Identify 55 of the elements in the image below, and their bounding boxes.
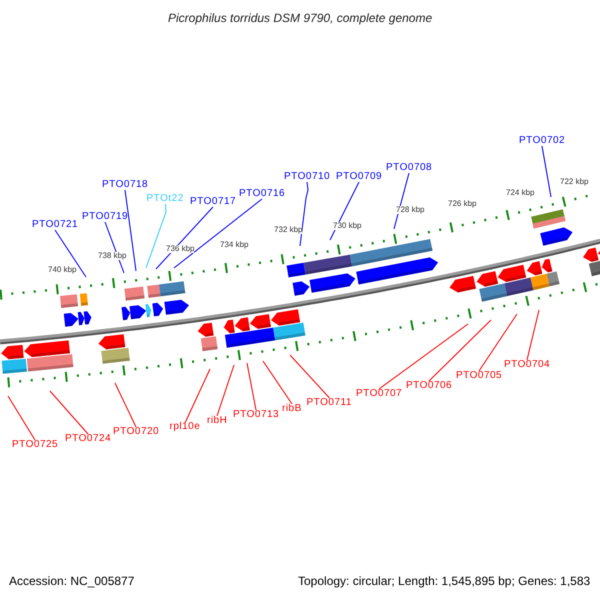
leader-line bbox=[8, 396, 36, 440]
gene-label: PTO0704 bbox=[504, 360, 550, 370]
leader-line bbox=[262, 360, 292, 404]
gene-label: PTO0702 bbox=[519, 136, 566, 146]
leader-line bbox=[246, 362, 256, 410]
leader-line bbox=[185, 368, 210, 422]
gene-label: ribH bbox=[207, 416, 228, 426]
leader-line bbox=[216, 364, 234, 416]
leader-line bbox=[156, 206, 214, 270]
leader-line bbox=[330, 182, 360, 240]
gene-label: PTO0724 bbox=[65, 434, 112, 444]
scale-label: 736 kbp bbox=[166, 245, 194, 253]
leader-line bbox=[124, 190, 136, 272]
gene-label: PTO0711 bbox=[306, 398, 352, 408]
gene-label: PTO0709 bbox=[336, 172, 382, 182]
scale-label: 724 kbp bbox=[506, 189, 534, 197]
leader-line bbox=[428, 320, 492, 382]
gene-label: PTO0716 bbox=[239, 189, 286, 199]
leader-line bbox=[54, 230, 86, 278]
scale-label: 738 kbp bbox=[98, 252, 126, 260]
leader-line bbox=[526, 310, 540, 360]
gene-label: PTO0720 bbox=[113, 427, 160, 437]
leader-line bbox=[146, 204, 166, 268]
title: Picrophilus torridus DSM 9790, complete genome bbox=[168, 12, 432, 24]
gene-label: PTO0707 bbox=[356, 389, 402, 399]
gene-label: PTO0718 bbox=[102, 180, 148, 190]
leader-line bbox=[394, 172, 410, 230]
gene-label: PTO0706 bbox=[406, 381, 452, 391]
gene-label: PTO0725 bbox=[12, 440, 58, 450]
gene-label: PTO0713 bbox=[233, 410, 280, 420]
gene-label: PTO0717 bbox=[190, 197, 236, 207]
accession-text: Accession: NC_005877 bbox=[9, 575, 134, 587]
gene-label: PTO0710 bbox=[284, 172, 330, 182]
leader-line bbox=[114, 382, 136, 428]
leader-line bbox=[542, 146, 552, 198]
leader-line bbox=[300, 182, 308, 246]
leader-line bbox=[50, 390, 88, 434]
scale-label: 728 kbp bbox=[396, 206, 424, 214]
gene-label: PTO0721 bbox=[32, 220, 78, 230]
scale-label: 734 kbp bbox=[220, 241, 248, 249]
leader-line bbox=[174, 198, 262, 268]
genome-info-text: Topology: circular; Length: 1,545,895 bp; Genes: 1,583 bbox=[298, 575, 590, 587]
scale-label: 730 kbp bbox=[333, 222, 362, 230]
leader-line bbox=[378, 324, 468, 390]
scale-label: 722 kbp bbox=[560, 178, 588, 186]
gene-label: PTOt22 bbox=[146, 194, 184, 204]
scale-label: 726 kbp bbox=[448, 200, 476, 208]
gene-label: rpl10e bbox=[170, 422, 200, 432]
gene-label: PTO0705 bbox=[456, 371, 502, 381]
scale-label: 740 kbp bbox=[48, 266, 76, 274]
leader-line bbox=[290, 354, 330, 398]
leader-line bbox=[478, 314, 518, 372]
gene-label: PTO0708 bbox=[386, 163, 432, 173]
gene-label: PTO0719 bbox=[82, 212, 128, 222]
gene-label: ribB bbox=[282, 404, 302, 414]
